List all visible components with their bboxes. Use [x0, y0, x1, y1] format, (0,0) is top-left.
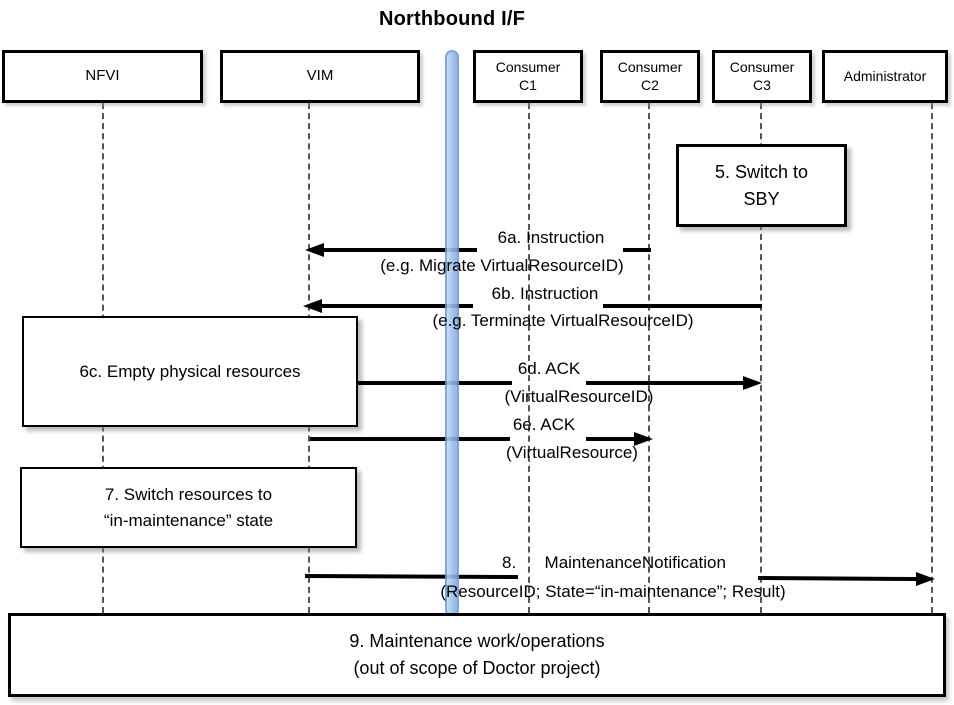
note-9-maintenance-work: 9. Maintenance work/operations (out of s…	[8, 613, 946, 697]
note-9-line2: (out of scope of Doctor project)	[353, 658, 601, 678]
message-8-args: (ResourceID; State=“in-maintenance”; Res…	[440, 582, 786, 601]
note-6c-text: 6c. Empty physical resources	[79, 361, 301, 381]
note-7-line1: 7. Switch resources to	[104, 485, 273, 504]
actor-label-c1: C1	[519, 76, 537, 93]
actor-box-consumer-c3: Consumer C3	[712, 50, 812, 103]
message-6e-arrow	[310, 432, 653, 446]
actor-box-nfvi: NFVI	[2, 50, 203, 103]
actor-label-vim: VIM	[306, 67, 334, 85]
message-8-arrow	[304, 572, 935, 586]
note-7-line2: “in-maintenance” state	[103, 510, 274, 530]
message-6e-name: 6e. ACK	[512, 415, 576, 434]
lifeline-consumer-c3	[760, 103, 762, 613]
actor-box-administrator: Administrator	[822, 50, 948, 103]
actor-label-consumer: Consumer	[617, 59, 683, 75]
actor-label-c2: C2	[641, 76, 659, 93]
actor-label-consumer: Consumer	[495, 59, 561, 75]
message-6d-args: (VirtualResourceID)	[504, 387, 654, 406]
message-8-name: 8. MaintenanceNotification	[502, 553, 726, 572]
diagram-title: Northbound I/F	[378, 8, 526, 30]
message-6b-args: (e.g. Terminate VirtualResourceID)	[432, 311, 694, 330]
note-5-line2: SBY	[743, 188, 780, 209]
actor-label-consumer: Consumer	[729, 59, 795, 75]
northbound-interface-bar	[445, 50, 459, 617]
lifeline-administrator	[931, 103, 933, 613]
message-6e-args: (VirtualResource)	[506, 443, 638, 462]
note-9-line1: 9. Maintenance work/operations	[349, 631, 605, 651]
actor-label-c3: C3	[753, 76, 771, 93]
message-6a-name: 6a. Instruction	[497, 228, 605, 247]
actor-box-consumer-c1: Consumer C1	[473, 50, 583, 103]
note-5-line1: 5. Switch to	[714, 161, 809, 182]
note-6c-empty-physical-resources: 6c. Empty physical resources	[22, 316, 358, 427]
message-6a-args: (e.g. Migrate VirtualResourceID)	[380, 256, 624, 275]
lifeline-consumer-c2	[648, 103, 650, 613]
message-6b-name: 6b. Instruction	[491, 284, 599, 303]
actor-label-administrator: Administrator	[843, 67, 927, 84]
actor-box-vim: VIM	[220, 50, 420, 103]
message-6d-name: 6d. ACK	[517, 359, 581, 378]
note-5-switch-to-sby: 5. Switch to SBY	[676, 144, 847, 227]
message-6d-arrow	[358, 376, 762, 390]
lifeline-consumer-c1	[528, 103, 530, 613]
note-7-switch-resources: 7. Switch resources to “in-maintenance” …	[20, 467, 357, 548]
actor-label-nfvi: NFVI	[85, 67, 120, 85]
actor-box-consumer-c2: Consumer C2	[600, 50, 700, 103]
